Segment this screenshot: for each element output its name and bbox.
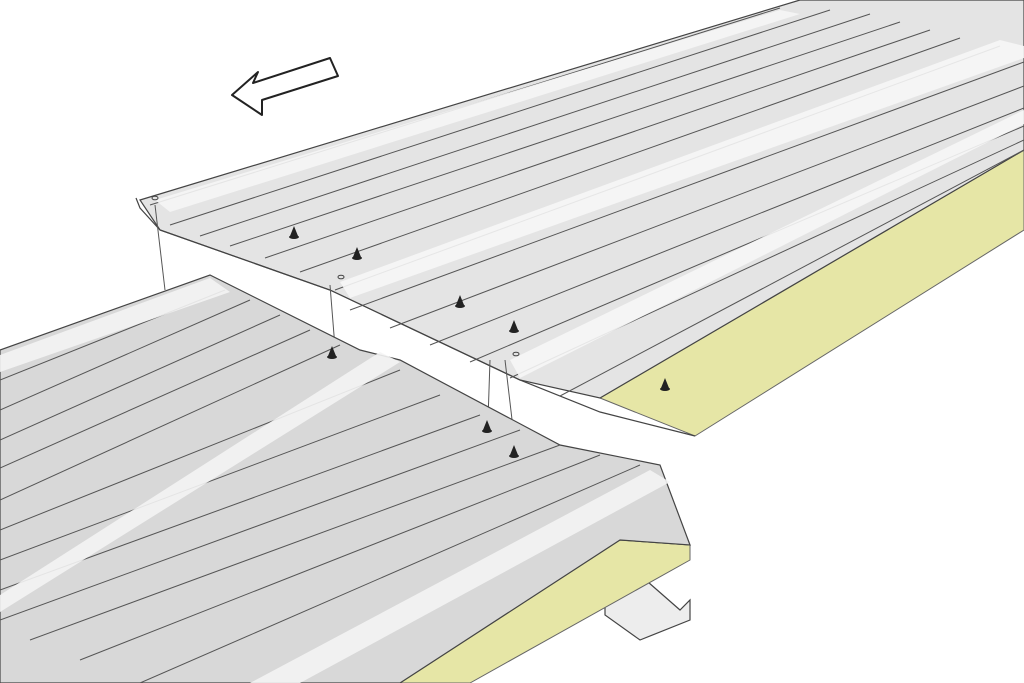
screw-fastener-icon bbox=[352, 247, 362, 260]
upper-panel-rib-highlight-2 bbox=[340, 40, 1024, 298]
lower-panel-rib-highlight-3 bbox=[250, 470, 670, 683]
rib-hole bbox=[337, 274, 345, 280]
fasteners bbox=[289, 226, 670, 458]
lower-panel-sheet-surface bbox=[0, 274, 691, 683]
lower-roof-panel bbox=[0, 274, 691, 683]
rib-hole bbox=[512, 351, 520, 357]
screw-fastener-icon bbox=[509, 445, 519, 458]
screw-fastener-icon bbox=[327, 346, 337, 359]
lower-panel-rib-highlight bbox=[0, 278, 230, 372]
screw-fastener-icon bbox=[482, 420, 492, 433]
arrow-left-outline-icon bbox=[231, 57, 339, 116]
screw-fastener-icon bbox=[509, 320, 519, 333]
lower-panel-rib-highlight-2 bbox=[0, 352, 400, 612]
screw-fastener-icon bbox=[455, 295, 465, 308]
screw-fastener-icon bbox=[660, 378, 670, 391]
rib-holes bbox=[151, 195, 520, 357]
rib-hole bbox=[151, 195, 159, 201]
screw-fastener-icon bbox=[289, 226, 299, 239]
upper-panel-rib-highlight bbox=[155, 10, 800, 212]
upper-panel-rib-highlight-3 bbox=[510, 110, 1024, 378]
upper-roof-panel bbox=[135, 0, 1024, 446]
